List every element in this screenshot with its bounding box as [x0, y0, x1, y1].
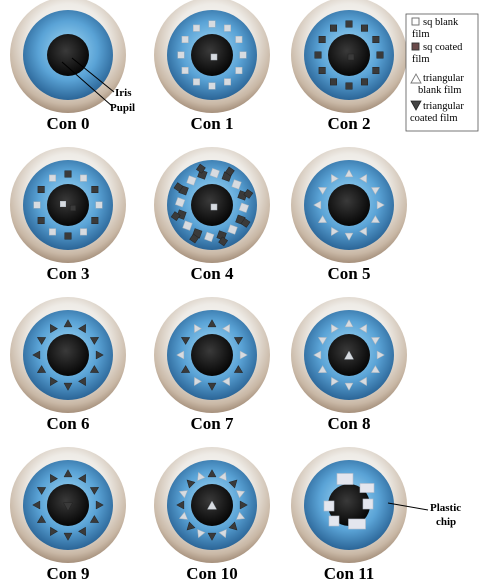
sq-blank-film-center	[211, 54, 217, 60]
plastic-chip	[363, 499, 373, 509]
sq-blank-film	[49, 229, 56, 236]
sq-blank-film	[49, 175, 56, 182]
sq-blank-film	[240, 52, 247, 59]
sq-blank-film	[178, 52, 185, 59]
panel-label-con-7: Con 7	[191, 414, 234, 433]
plastic-chip	[349, 519, 366, 529]
sq-coated-film-center	[348, 54, 354, 60]
eye-panel-con-6: Con 6	[10, 297, 126, 433]
eye-panel-con-5: Con 5	[291, 147, 407, 283]
sq-blank-film-icon	[412, 18, 419, 25]
sq-coated-film	[65, 171, 72, 178]
eye-panel-con-1: Con 1	[154, 0, 270, 133]
sq-blank-film-center	[60, 201, 66, 207]
sq-blank-film-center	[211, 204, 217, 210]
sq-coated-film	[38, 217, 45, 224]
plastic-chip	[324, 501, 334, 511]
sq-coated-film	[92, 217, 99, 224]
plastic-chip	[337, 474, 353, 485]
eye-panel-con-9: Con 9	[10, 447, 126, 581]
legend-sq-coated-line1: sq coated	[423, 42, 463, 53]
sq-blank-film	[236, 36, 243, 43]
legend-sq-blank-line2: film	[412, 29, 430, 40]
legend-tri-blank-line1: triangular	[423, 73, 464, 84]
eye-panel-con-10: Con 10	[154, 447, 270, 581]
eye-panel-con-7: Con 7	[154, 297, 270, 433]
sq-coated-film	[315, 52, 322, 59]
sq-coated-film	[373, 67, 380, 74]
sq-coated-film	[361, 79, 368, 86]
legend-sq-coated-line2: film	[412, 54, 430, 65]
panel-label-con-5: Con 5	[328, 264, 371, 283]
sq-blank-film	[236, 67, 243, 74]
sq-coated-film	[346, 83, 353, 90]
sq-coated-film	[373, 36, 380, 43]
legend-tri-blank-line2: blank film	[418, 85, 461, 96]
sq-coated-film-center	[70, 205, 76, 211]
plastic-chip-label-line2: chip	[436, 516, 456, 528]
panel-label-con-0: Con 0	[47, 114, 90, 133]
sq-blank-film	[96, 202, 103, 209]
sq-coated-film	[330, 25, 337, 32]
plastic-chip	[360, 484, 374, 493]
sq-coated-film	[377, 52, 384, 59]
sq-coated-film	[346, 21, 353, 28]
panel-label-con-8: Con 8	[328, 414, 371, 433]
panel-label-con-4: Con 4	[191, 264, 234, 283]
pupil-label: Pupil	[110, 102, 135, 114]
sq-coated-film	[65, 233, 72, 240]
legend-tri-coated-line2: coated film	[410, 113, 458, 124]
plastic-chip	[329, 516, 339, 526]
sq-blank-film	[193, 79, 200, 86]
sq-blank-film	[193, 25, 200, 32]
eye-panel-con-4: Con 4	[154, 147, 270, 283]
iris-label: Iris	[115, 87, 132, 99]
plastic-chip-label-line1: Plastic	[430, 502, 461, 514]
panel-label-con-3: Con 3	[47, 264, 90, 283]
sq-coated-film	[38, 186, 45, 193]
sq-coated-film	[319, 67, 326, 74]
legend-tri-coated-line1: triangular	[423, 101, 464, 112]
panel-label-con-11: Con 11	[324, 564, 375, 581]
legend: sq blank film sq coated film triangular …	[406, 14, 478, 131]
legend-sq-blank-line1: sq blank	[423, 17, 459, 28]
sq-blank-film	[209, 21, 216, 28]
sq-coated-film	[330, 79, 337, 86]
sq-blank-film	[224, 25, 231, 32]
sq-blank-film	[80, 229, 87, 236]
panel-label-con-6: Con 6	[47, 414, 90, 433]
panel-label-con-9: Con 9	[47, 564, 90, 581]
sq-blank-film	[224, 79, 231, 86]
eye-panel-con-0: Con 0	[10, 0, 126, 133]
sq-blank-film	[182, 67, 189, 74]
sq-blank-film	[34, 202, 41, 209]
pupil	[47, 334, 89, 376]
pupil	[47, 34, 89, 76]
pupil	[191, 334, 233, 376]
panel-label-con-10: Con 10	[186, 564, 237, 581]
eye-panel-con-11: Con 11	[291, 447, 407, 581]
eye-panels: Con 0 Con 1 Con 2 Con 3 Con 4 Con 5 Con 6 Con 7…	[10, 0, 407, 581]
sq-blank-film	[182, 36, 189, 43]
panel-label-con-1: Con 1	[191, 114, 234, 133]
sq-coated-film	[92, 186, 99, 193]
sq-coated-film	[319, 36, 326, 43]
eye-panel-con-2: Con 2	[291, 0, 407, 133]
eye-panel-con-3: Con 3	[10, 147, 126, 283]
panel-label-con-2: Con 2	[328, 114, 371, 133]
eye-panel-con-8: Con 8	[291, 297, 407, 433]
pupil	[47, 184, 89, 226]
sq-coated-film-icon	[412, 43, 419, 50]
sq-blank-film	[209, 83, 216, 90]
pupil	[328, 184, 370, 226]
sq-coated-film	[361, 25, 368, 32]
sq-blank-film	[80, 175, 87, 182]
